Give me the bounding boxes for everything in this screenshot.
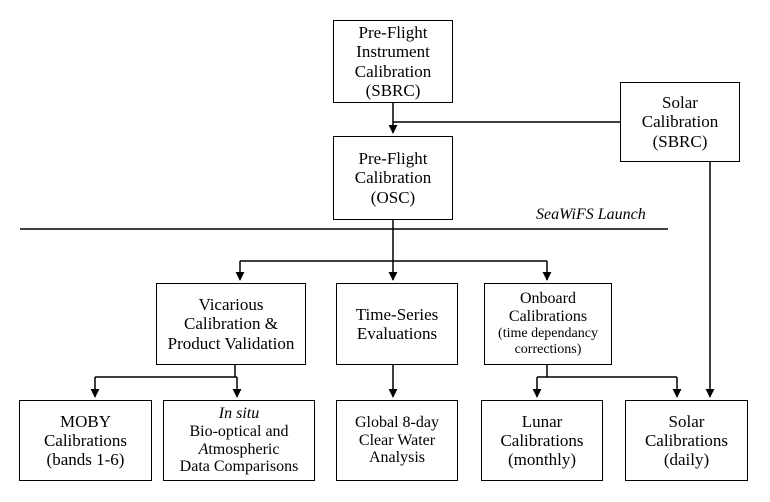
box-line: Solar	[668, 411, 705, 431]
box-line: Lunar	[521, 411, 563, 431]
box-line: (monthly)	[508, 450, 576, 470]
box-line: Pre-Flight	[358, 23, 428, 43]
box-line: Calibration &	[184, 314, 278, 334]
box-line: Pre-Flight	[358, 149, 428, 169]
box-line: Calibration	[354, 61, 432, 81]
box-line: Calibrations	[43, 430, 128, 450]
box-line: Data Comparisons	[179, 458, 299, 476]
box-line: Instrument	[356, 42, 430, 62]
box-line-rest: tmospheric	[208, 440, 280, 458]
box-line: Calibrations	[508, 308, 588, 326]
box-line: Vicarious	[198, 295, 264, 315]
box-line: Atmospheric	[199, 441, 280, 459]
box-line: Calibrations	[500, 430, 584, 450]
box-line: Calibrations	[644, 430, 729, 450]
box-line: Analysis	[369, 449, 425, 467]
box-line: Clear Water	[358, 431, 436, 449]
box-line: Calibration	[641, 112, 719, 132]
preflight-instrument-calibration-box: Pre-Flight Instrument Calibration (SBRC)	[333, 20, 453, 103]
solar-calibrations-daily-box: Solar Calibrations (daily)	[625, 400, 748, 481]
italic-initial: A	[198, 440, 209, 458]
box-line: MOBY	[59, 411, 111, 431]
insitu-comparisons-box: In situ Bio-optical and Atmospheric Data…	[163, 400, 315, 481]
vicarious-calibration-box: Vicarious Calibration & Product Validati…	[156, 283, 306, 365]
global-clear-water-analysis-box: Global 8-day Clear Water Analysis	[336, 400, 458, 481]
solar-calibration-sbrc-box: Solar Calibration (SBRC)	[620, 82, 740, 162]
box-line: Evaluations	[356, 324, 438, 343]
box-line: Solar	[662, 93, 698, 113]
onboard-calibrations-box: Onboard Calibrations (time dependancy co…	[484, 283, 612, 365]
seawifs-launch-label: SeaWiFS Launch	[536, 206, 646, 223]
moby-calibrations-box: MOBY Calibrations (bands 1-6)	[19, 400, 152, 481]
box-line: Calibration	[354, 168, 432, 188]
box-line: Time-Series	[355, 304, 439, 324]
preflight-osc-calibration-box: Pre-Flight Calibration (OSC)	[333, 136, 453, 220]
box-line: Onboard	[520, 290, 576, 308]
box-line: Bio-optical and	[189, 422, 289, 440]
box-line: (OSC)	[370, 187, 416, 207]
box-line: (SBRC)	[652, 131, 708, 151]
box-line: (daily)	[663, 450, 710, 470]
box-line: Global 8-day	[355, 413, 439, 431]
box-line: In situ	[218, 404, 260, 422]
box-line: (time dependancy	[498, 326, 598, 342]
lunar-calibrations-box: Lunar Calibrations (monthly)	[481, 400, 603, 481]
time-series-evaluations-box: Time-Series Evaluations	[336, 283, 458, 365]
box-line: (bands 1-6)	[46, 450, 125, 470]
box-line: corrections)	[514, 341, 582, 357]
box-line: (SBRC)	[365, 80, 421, 100]
box-line: Product Validation	[167, 333, 295, 353]
